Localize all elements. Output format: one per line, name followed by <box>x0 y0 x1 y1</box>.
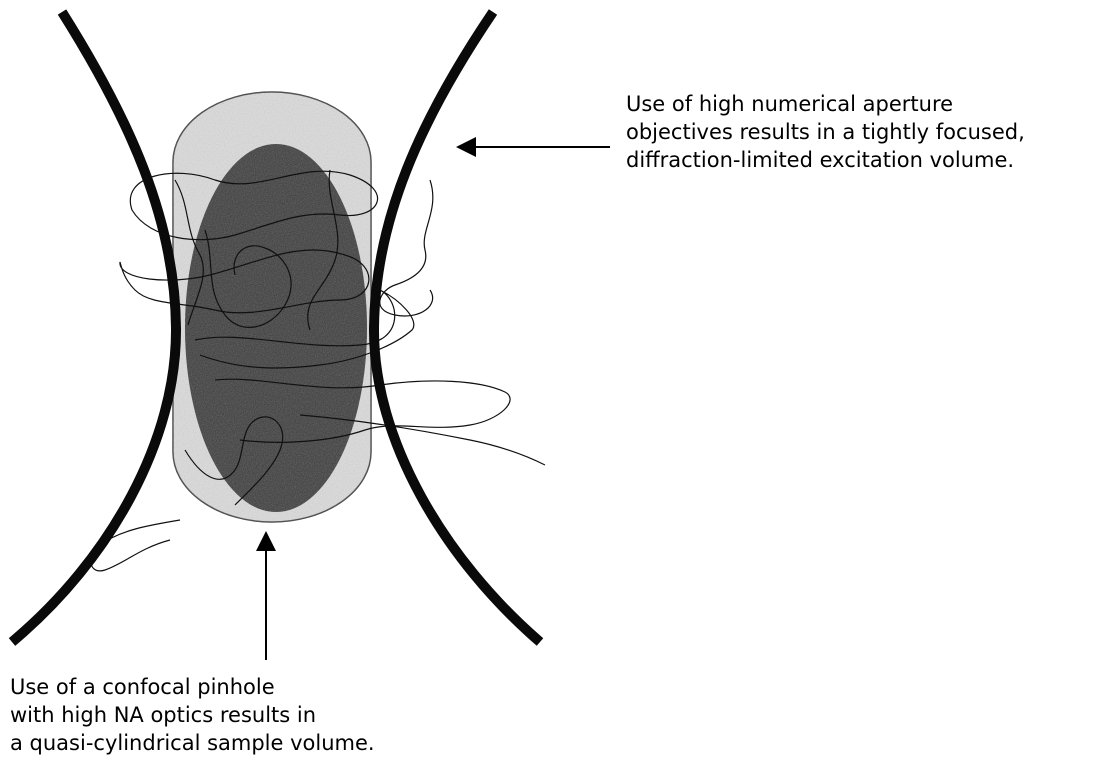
annotation-line: objectives results in a tightly focused, <box>626 118 1025 146</box>
sample-volume-annotation: Use of a confocal pinhole with high NA o… <box>10 673 375 757</box>
annotation-line: Use of high numerical aperture <box>626 90 1025 118</box>
annotation-line: diffraction-limited excitation volume. <box>626 146 1025 174</box>
beam-left-edge <box>12 12 176 642</box>
excitation-volume-grain <box>185 144 367 512</box>
annotation-line: with high NA optics results in <box>10 701 375 729</box>
annotation-line: Use of a confocal pinhole <box>10 673 375 701</box>
beam-right-edge <box>374 12 540 642</box>
excitation-volume-annotation: Use of high numerical aperture objective… <box>626 90 1025 174</box>
annotation-line: a quasi-cylindrical sample volume. <box>10 729 375 757</box>
